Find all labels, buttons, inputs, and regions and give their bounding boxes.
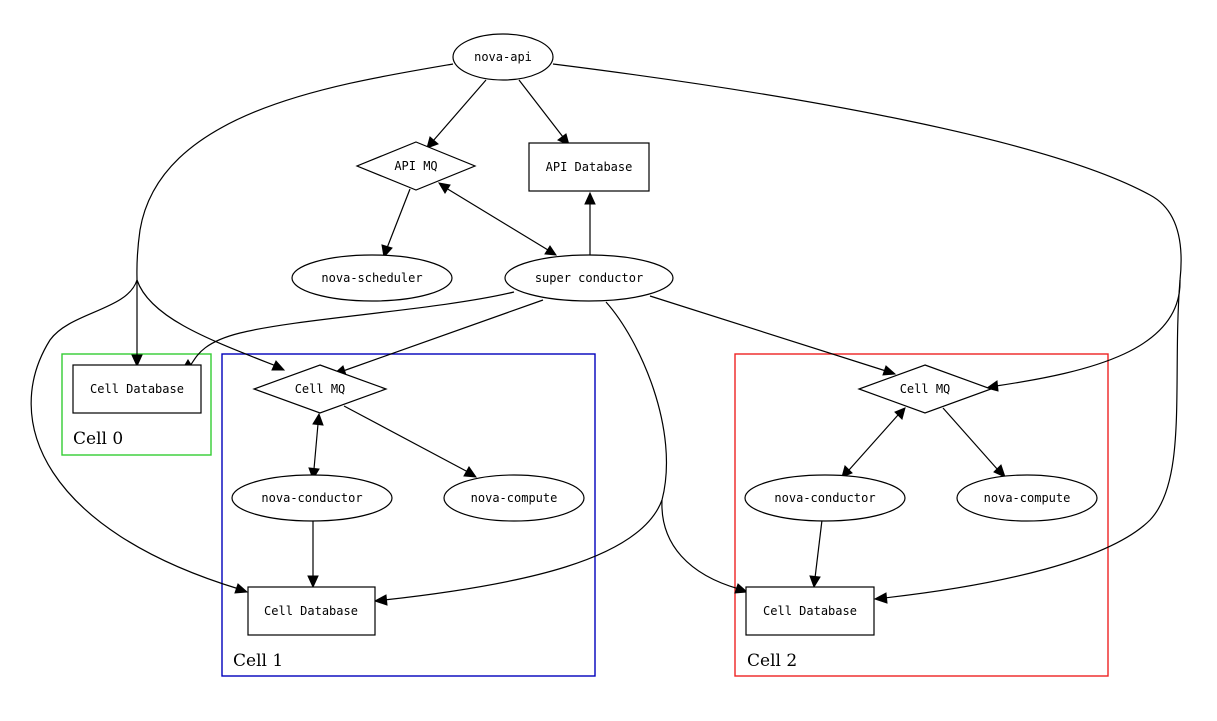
- cluster-cell1-box: [221, 353, 596, 677]
- node-label: nova-compute: [471, 491, 558, 505]
- edge-api-right-bundle: [552, 63, 1182, 281]
- box-node: [72, 364, 202, 414]
- edges: [30, 63, 1182, 606]
- edge-super-conductor-bundle: [605, 301, 667, 501]
- node-cell2-conductor: nova-conductor: [744, 474, 906, 522]
- arrowhead: [307, 575, 319, 589]
- arrowhead: [438, 182, 451, 194]
- ellipse-node: [443, 474, 585, 522]
- edge-super-conductor-to-cell2-mq: [649, 295, 887, 372]
- arrowhead: [809, 575, 821, 589]
- arrowhead: [584, 191, 596, 205]
- arrowhead: [131, 354, 143, 368]
- node-nova-scheduler: nova-scheduler: [291, 254, 453, 302]
- edge-bundle-to-cell1-database-right: [383, 499, 663, 601]
- arrowhead: [373, 594, 388, 606]
- arrowhead: [841, 465, 853, 478]
- arrowhead: [873, 592, 888, 604]
- node-label: nova-conductor: [261, 491, 362, 505]
- ellipse-node: [231, 474, 393, 522]
- node-cell1-compute: nova-compute: [443, 474, 585, 522]
- node-cell1-mq: Cell MQ: [252, 364, 388, 414]
- node-cell2-mq: Cell MQ: [857, 364, 993, 414]
- edge-bundle-to-cell1-mq: [136, 279, 277, 367]
- node-api-mq: API MQ: [355, 141, 477, 191]
- edge-cell2-mq-to-compute: [942, 407, 999, 471]
- cluster-cell0-label: Cell 0: [73, 429, 123, 449]
- box-node: [745, 586, 875, 636]
- edge-super-conductor-to-cell1-mq: [342, 299, 544, 372]
- arrowhead: [312, 412, 324, 426]
- node-label: Cell Database: [763, 604, 857, 618]
- edge-api-to-api-mq: [432, 79, 487, 142]
- diamond-node: [355, 141, 477, 191]
- edge-bundle-to-cell2-database: [883, 279, 1181, 599]
- node-label: super conductor: [535, 271, 643, 285]
- arrowhead: [882, 365, 897, 376]
- arrowhead: [894, 407, 906, 420]
- node-label: Cell MQ: [295, 382, 346, 396]
- edge-api-to-api-database: [518, 79, 564, 138]
- arrowhead: [993, 464, 1006, 478]
- ellipse-node: [291, 254, 453, 302]
- node-label: Cell Database: [90, 382, 184, 396]
- node-label: nova-compute: [984, 491, 1071, 505]
- cluster-cell2: Cell 2: [734, 353, 1109, 677]
- ellipse-node: [744, 474, 906, 522]
- box-node: [528, 142, 650, 192]
- edge-bundle-to-cell2-database-left: [661, 499, 740, 590]
- node-cell2-compute: nova-compute: [956, 474, 1098, 522]
- diamond-node: [857, 364, 993, 414]
- node-label: API MQ: [394, 159, 437, 173]
- node-label: nova-conductor: [774, 491, 875, 505]
- node-label: API Database: [546, 160, 633, 174]
- cluster-cell2-label: Cell 2: [747, 651, 797, 671]
- arrowhead: [271, 360, 286, 371]
- edge-cell2-conductor-to-database: [814, 519, 823, 579]
- edge-api-left-bundle: [136, 63, 454, 281]
- edge-api-mq-super-conductor: [445, 187, 549, 251]
- node-cell2-database: Cell Database: [745, 586, 875, 636]
- node-label: Cell MQ: [900, 382, 951, 396]
- edge-super-conductor-to-cell0-database: [189, 291, 515, 367]
- edge-api-mq-to-scheduler: [386, 188, 411, 249]
- ellipse-node: [504, 254, 674, 302]
- arrowhead: [234, 583, 249, 594]
- node-cell1-database: Cell Database: [247, 586, 376, 636]
- node-cell0-database: Cell Database: [72, 364, 202, 414]
- edge-cell2-mq-conductor: [848, 414, 899, 471]
- node-nova-api: nova-api: [452, 33, 554, 81]
- cluster-cell1: Cell 1: [221, 353, 596, 677]
- node-api-database: API Database: [528, 142, 650, 192]
- ellipse-node: [956, 474, 1098, 522]
- node-label: nova-scheduler: [321, 271, 422, 285]
- edge-cell1-mq-conductor: [313, 423, 319, 470]
- arrowhead: [544, 245, 557, 256]
- cluster-cell1-label: Cell 1: [233, 651, 283, 671]
- box-node: [247, 586, 376, 636]
- arrowhead: [734, 583, 749, 594]
- arrowhead: [426, 136, 439, 149]
- edge-cell1-mq-to-compute: [343, 405, 469, 473]
- edge-bundle-to-cell2-mq: [995, 279, 1181, 387]
- edge-bundle-to-cell1-database: [30, 279, 240, 590]
- node-super-conductor: super conductor: [504, 254, 674, 302]
- arrowhead: [463, 466, 478, 478]
- ellipse-node: [452, 33, 554, 81]
- node-label: Cell Database: [264, 604, 358, 618]
- node-label: nova-api: [474, 50, 532, 64]
- arrowhead: [381, 244, 393, 259]
- cluster-cell2-box: [734, 353, 1109, 677]
- arrowhead: [308, 467, 320, 481]
- diamond-node: [252, 364, 388, 414]
- node-cell1-conductor: nova-conductor: [231, 474, 393, 522]
